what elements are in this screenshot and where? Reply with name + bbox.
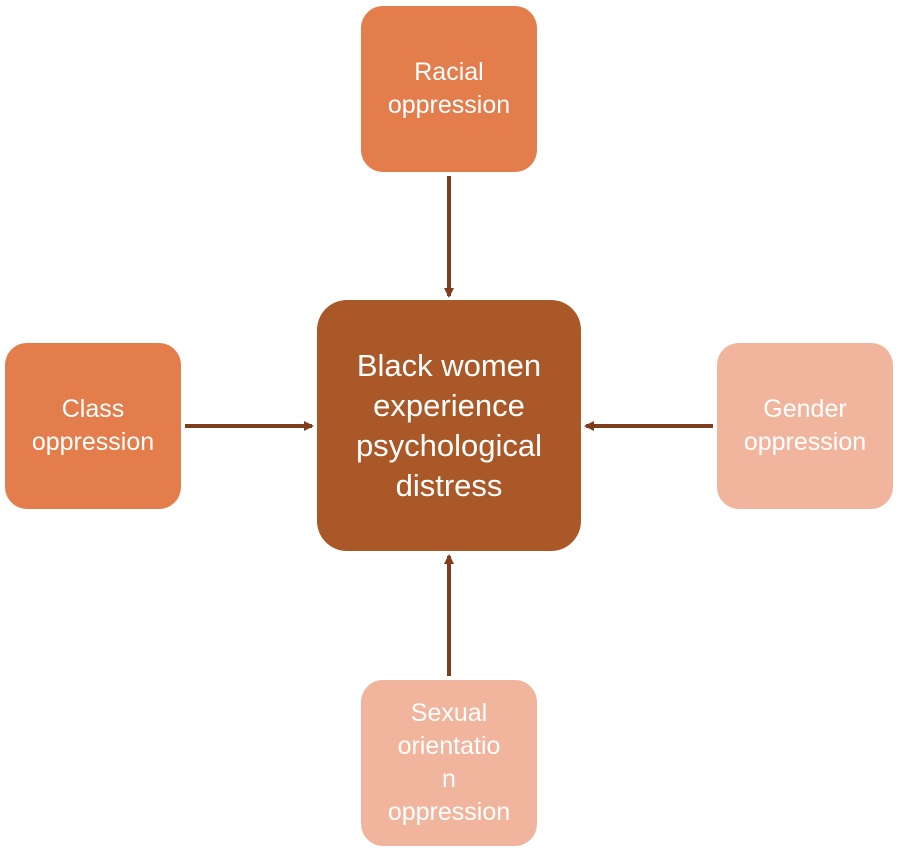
node-gender-oppression: Gender oppression — [717, 343, 893, 509]
node-psychological-distress: Black women experience psychological dis… — [317, 300, 581, 551]
node-racial-oppression: Racial oppression — [361, 6, 537, 172]
node-psychological-distress-label: Black women experience psychological dis… — [355, 347, 543, 503]
node-racial-oppression-label: Racial oppression — [387, 58, 511, 119]
node-class-oppression: Class oppression — [5, 343, 181, 509]
node-sexual-orientation-oppression: Sexual orientatio n oppression — [361, 680, 537, 846]
node-gender-oppression-label: Gender oppression — [743, 395, 867, 456]
node-sexual-orientation-oppression-label: Sexual orientatio n oppression — [387, 699, 511, 826]
node-class-oppression-label: Class oppression — [31, 395, 155, 456]
